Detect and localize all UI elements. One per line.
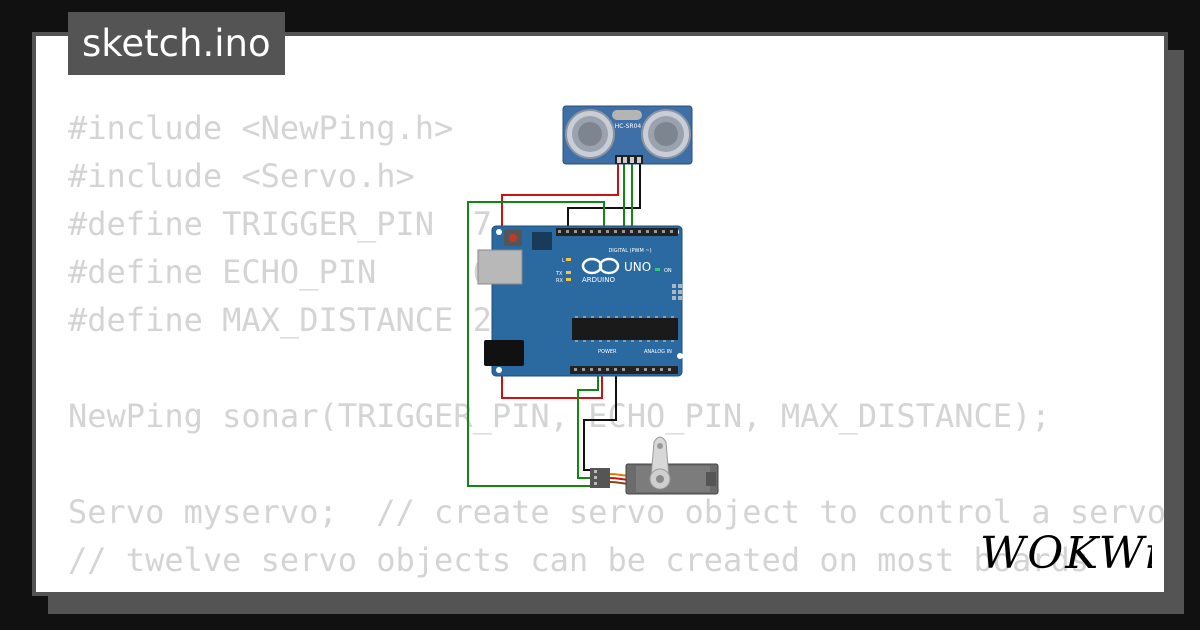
l-label: L [562, 258, 565, 264]
file-tab[interactable]: sketch.ino [68, 12, 285, 75]
wokwi-logo: WOKWi [976, 524, 1159, 580]
wire-servo-vcc-green [577, 372, 599, 479]
power-label: POWER [598, 349, 617, 355]
wire-servo-gnd-black [583, 372, 617, 471]
servo-motor[interactable] [590, 436, 719, 495]
wokwi-logo-text: WOKWi [980, 528, 1152, 579]
digital-label: DIGITAL (PWM ~) [608, 248, 651, 254]
wokwi-logo-mark: WOKWi [980, 528, 1159, 579]
code-preview: #include <NewPing.h> #include <Servo.h> #d… [68, 104, 1167, 584]
arduino-logo-icon [581, 257, 620, 275]
code-line-1: #include <NewPing.h> [68, 109, 454, 147]
board-brand: ARDUINO [582, 276, 615, 284]
rx-label: RX [556, 278, 563, 284]
code-line-5: #define MAX_DISTANCE 200 [68, 301, 531, 339]
analog-label: ANALOG IN [644, 349, 672, 355]
board-model: UNO [624, 260, 651, 274]
wire-servo-signal-green [467, 201, 605, 487]
on-label: ON [664, 268, 672, 274]
code-line-7: NewPing sonar(TRIGGER_PIN, ECHO_PIN, MAX… [68, 397, 1051, 435]
tx-label: TX [555, 271, 563, 277]
code-line-2: #include <Servo.h> [68, 157, 415, 195]
code-line-4: #define ECHO_PIN 6 [68, 253, 492, 291]
code-line-3: #define TRIGGER_PIN 7 [68, 205, 492, 243]
code-line-10: // twelve servo objects can be created o… [68, 541, 1090, 579]
code-line-9: Servo myservo; // create servo object to… [68, 493, 1167, 531]
arduino-uno-board[interactable]: DIGITAL (PWM ~) L TX RX UNO ARDUINO ON [477, 225, 683, 377]
sensor-label: HC-SR04 [615, 123, 642, 130]
ultrasonic-sensor[interactable]: HC-SR04 [562, 105, 693, 165]
